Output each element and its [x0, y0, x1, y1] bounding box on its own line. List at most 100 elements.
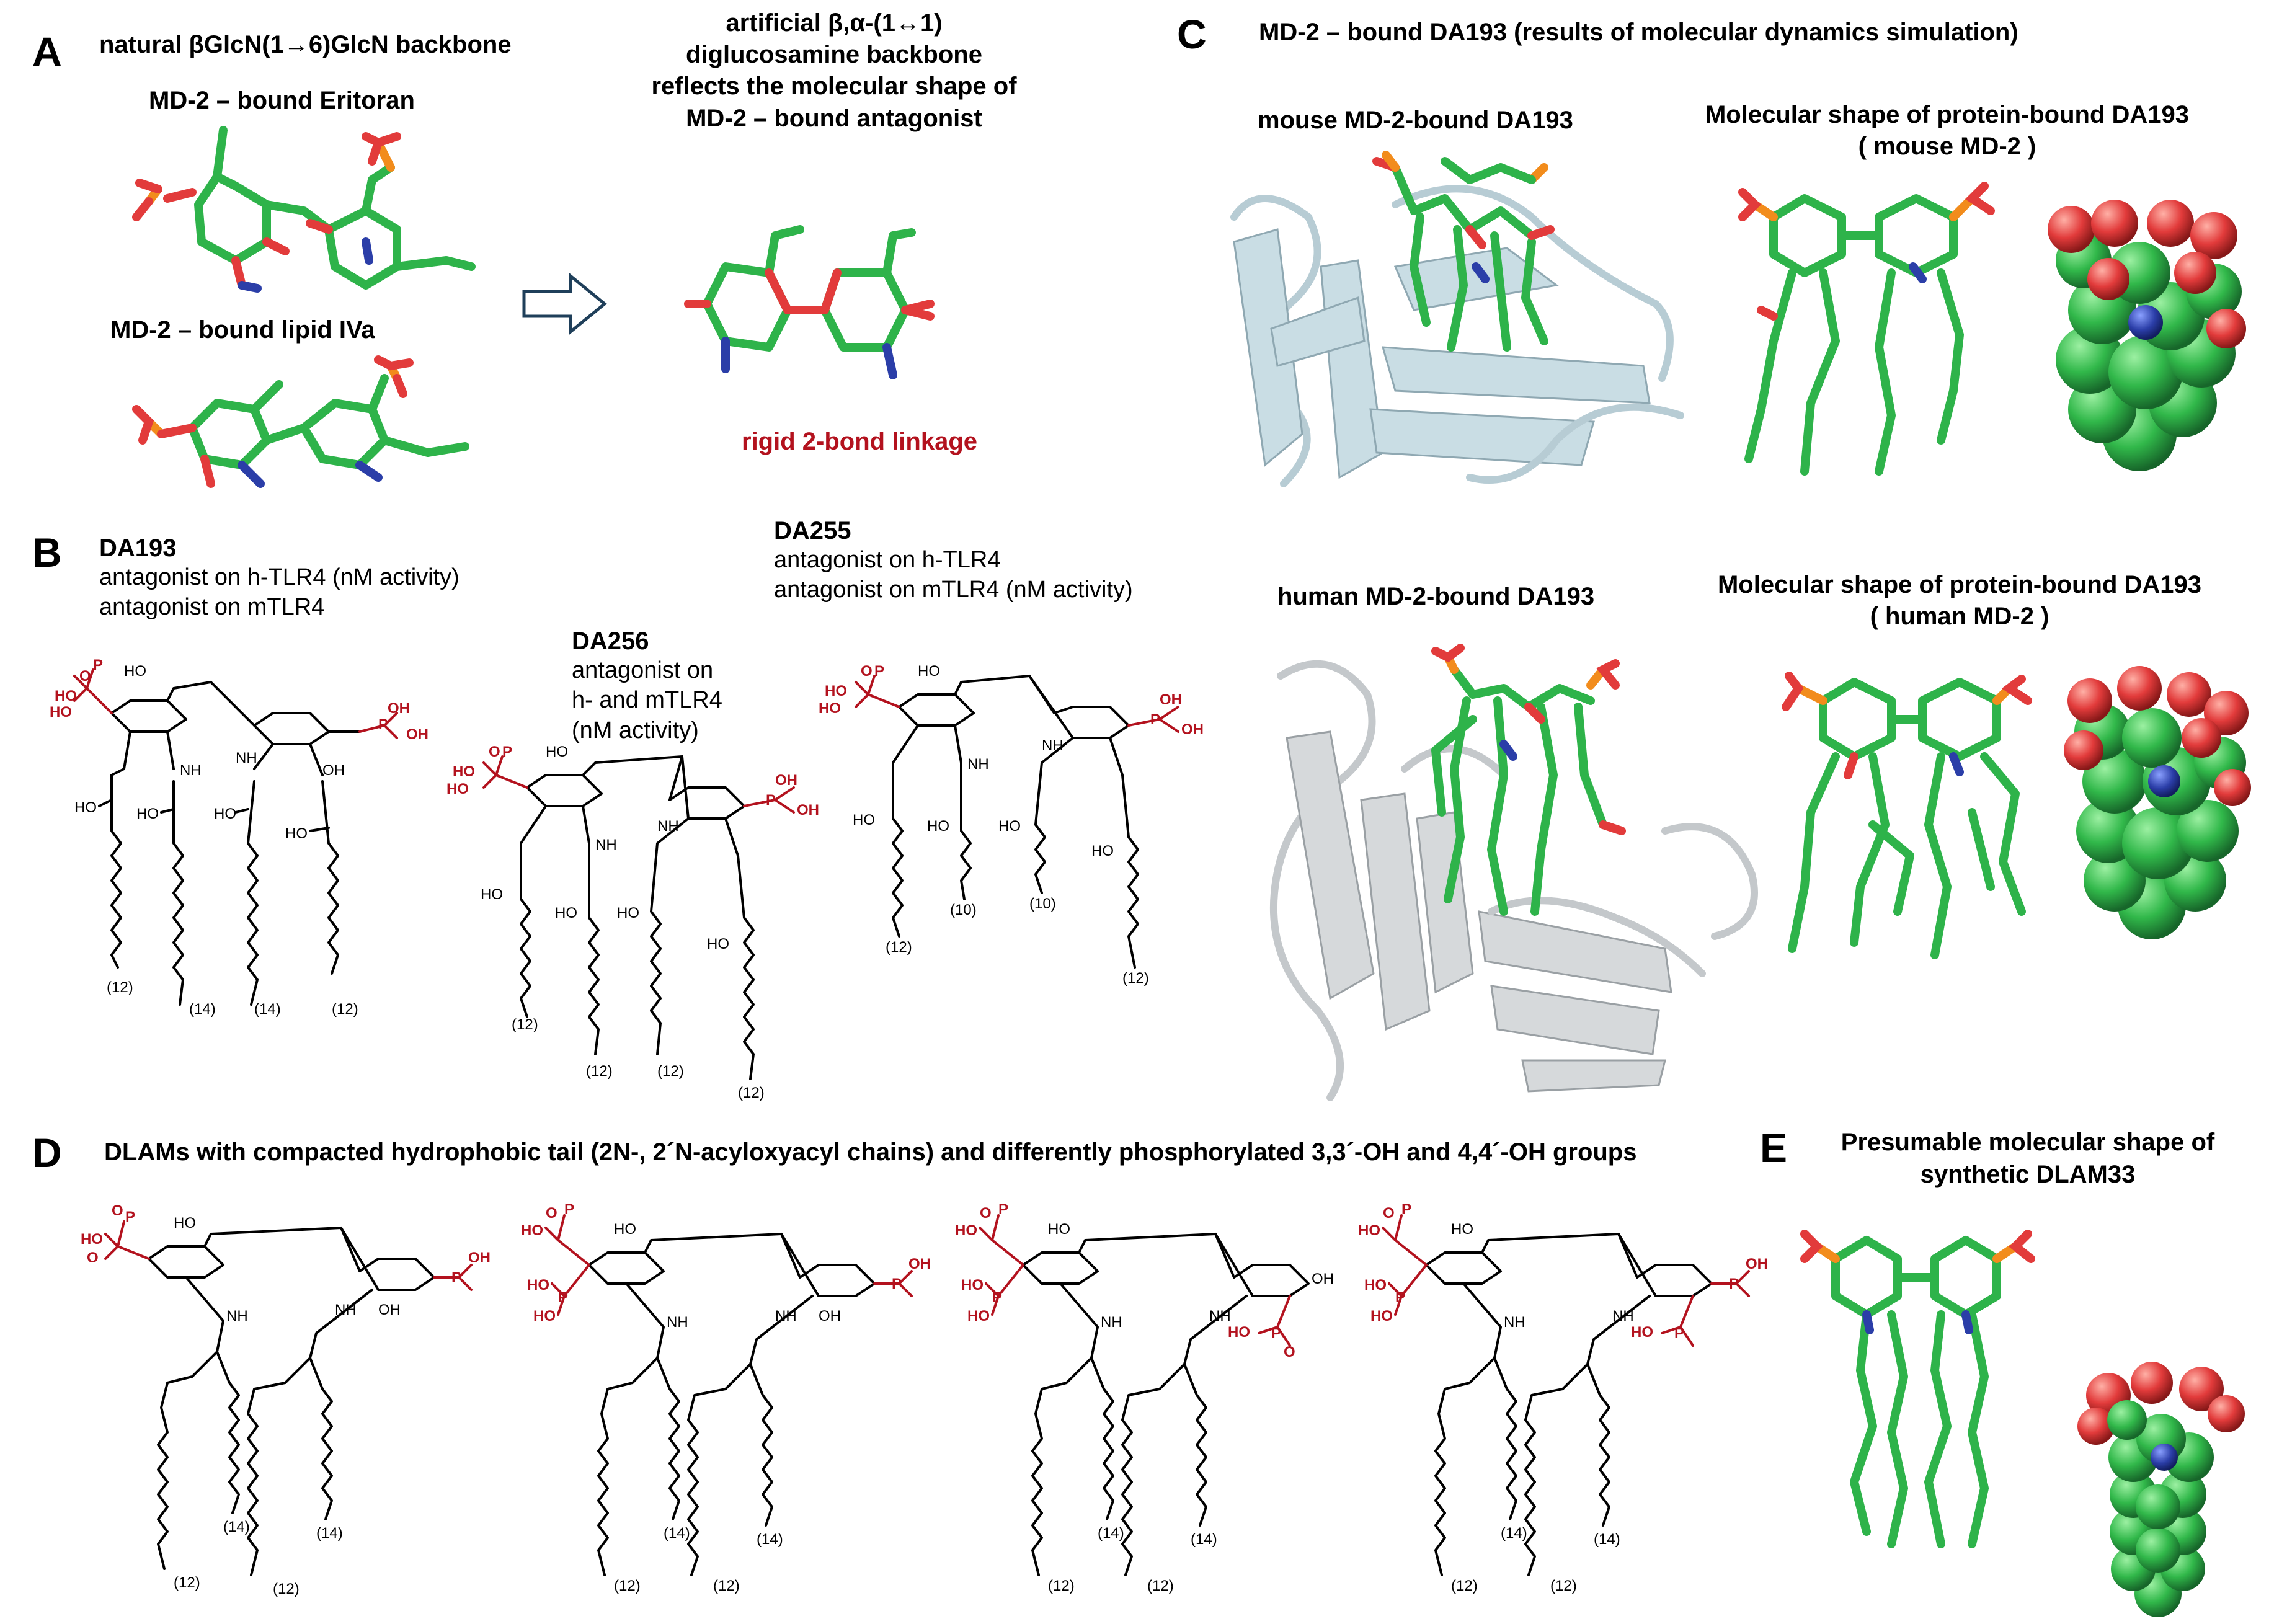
svg-text:O: O: [79, 668, 91, 685]
svg-text:OH: OH: [797, 802, 819, 819]
svg-text:HO: HO: [481, 886, 503, 903]
dlam4-chain-4: (14): [1594, 1531, 1620, 1548]
da255-desc-1: antagonist on h-TLR4: [774, 547, 1001, 573]
svg-text:O: O: [1383, 1205, 1395, 1222]
lipid-iva-label: MD-2 – bound lipid IVa: [110, 316, 375, 344]
svg-text:P: P: [378, 716, 388, 733]
svg-text:NH: NH: [1101, 1314, 1122, 1331]
svg-text:HO: HO: [955, 1222, 977, 1239]
human-md2-protein-render: [1269, 644, 1758, 1101]
svg-text:HO: HO: [1048, 1221, 1070, 1238]
da256-chain-4: (12): [738, 1085, 765, 1101]
svg-text:OH: OH: [388, 700, 410, 717]
svg-text:P: P: [1271, 1325, 1281, 1342]
svg-text:HO: HO: [533, 1308, 556, 1324]
dlam3-chain-2: (14): [1098, 1525, 1124, 1542]
svg-text:P: P: [1150, 711, 1160, 728]
svg-text:HO: HO: [1631, 1324, 1653, 1341]
dlam2-chain-1: (12): [614, 1577, 641, 1594]
da193-desc-2: antagonist on mTLR4: [99, 594, 325, 621]
human-da193-sphere-model: [2064, 666, 2251, 939]
svg-text:OH: OH: [1181, 721, 1204, 738]
mouse-md2-label: mouse MD-2-bound DA193: [1258, 107, 1573, 134]
da193-info: DA193 antagonist on h-TLR4 (nM activity)…: [99, 535, 460, 623]
svg-text:P: P: [892, 1276, 902, 1292]
da193-name: DA193: [99, 535, 177, 562]
eritoran-stick-model: [132, 126, 476, 293]
svg-text:P: P: [998, 1201, 1008, 1218]
da256-desc-3: (nM activity): [572, 717, 699, 743]
svg-text:OH: OH: [775, 772, 797, 789]
da193-chain-3: (14): [254, 1001, 281, 1018]
md-simulation-title: MD-2 – bound DA193 (results of molecular…: [1259, 19, 2018, 46]
svg-text:P: P: [992, 1289, 1002, 1306]
da256-name: DA256: [572, 628, 649, 655]
dlam4-chain-1: (12): [1451, 1577, 1478, 1594]
panel-letter-a: A: [32, 29, 62, 74]
svg-text:HO: HO: [527, 1277, 549, 1293]
svg-text:OH: OH: [1312, 1271, 1334, 1287]
dlam1-chain-3: (12): [273, 1581, 300, 1597]
dlam1-chain-4: (14): [316, 1525, 343, 1542]
svg-text:O: O: [87, 1249, 99, 1266]
svg-text:OH: OH: [468, 1249, 491, 1266]
svg-text:NH: NH: [335, 1302, 357, 1318]
svg-text:P: P: [558, 1289, 568, 1306]
dlam4-chain-3: (12): [1550, 1577, 1577, 1594]
svg-text:O: O: [112, 1202, 123, 1219]
svg-text:O: O: [980, 1205, 992, 1222]
svg-text:OH: OH: [406, 726, 429, 743]
svg-text:HO: HO: [214, 805, 236, 822]
svg-text:HO: HO: [453, 763, 475, 780]
dlam2-chain-2: (14): [664, 1525, 690, 1542]
svg-text:NH: NH: [657, 818, 679, 835]
dlam4-chain-2: (14): [1501, 1525, 1527, 1542]
svg-text:P: P: [1674, 1325, 1684, 1342]
natural-backbone-title: natural βGlcN(1→6)GlcN backbone: [99, 31, 512, 58]
svg-text:HO: HO: [853, 812, 875, 828]
svg-text:NH: NH: [1209, 1308, 1231, 1324]
dlam3-chain-1: (12): [1048, 1577, 1075, 1594]
svg-text:P: P: [564, 1201, 574, 1218]
svg-text:HO: HO: [617, 905, 639, 921]
da256-chain-1: (12): [512, 1016, 538, 1033]
svg-text:P: P: [874, 663, 884, 680]
svg-text:HO: HO: [927, 818, 949, 835]
da255-name: DA255: [774, 517, 851, 544]
svg-text:NH: NH: [667, 1314, 688, 1331]
svg-text:OH: OH: [1160, 691, 1182, 708]
svg-text:HO: HO: [967, 1308, 990, 1324]
mouse-shape-label: Molecular shape of protein-bound DA193 (…: [1705, 101, 2190, 161]
svg-text:NH: NH: [1504, 1314, 1525, 1331]
panel-letter-c: C: [1177, 11, 1207, 57]
svg-text:HO: HO: [50, 704, 72, 721]
svg-text:O: O: [1284, 1344, 1295, 1360]
svg-text:P: P: [125, 1209, 135, 1225]
svg-text:O: O: [489, 743, 500, 760]
dlam1-chain-2: (14): [223, 1519, 250, 1535]
dlam-title: DLAMs with compacted hydrophobic tail (2…: [104, 1138, 1637, 1166]
svg-text:HO: HO: [825, 683, 847, 699]
svg-text:P: P: [93, 657, 103, 673]
svg-text:OH: OH: [322, 762, 345, 779]
artificial-backbone-title: artificial β,α-(1↔1) diglucosamine backb…: [651, 9, 1017, 132]
da193-chain-1: (12): [107, 979, 133, 996]
svg-text:NH: NH: [1042, 737, 1064, 754]
svg-text:OH: OH: [1746, 1256, 1768, 1272]
da256-desc-1: antagonist on: [572, 657, 714, 683]
mouse-da193-stick-model: [1738, 182, 1995, 476]
svg-text:HO: HO: [124, 663, 146, 680]
da193-desc-1: antagonist on h-TLR4 (nM activity): [99, 564, 460, 590]
svg-text:HO: HO: [136, 805, 159, 822]
svg-text:HO: HO: [74, 799, 97, 816]
svg-text:NH: NH: [775, 1308, 797, 1324]
svg-text:HO: HO: [1091, 843, 1114, 859]
human-da193-stick-model: [1782, 672, 2032, 959]
da255-chain-3: (10): [1029, 895, 1056, 912]
dlam3-chain-3: (12): [1147, 1577, 1174, 1594]
svg-text:P: P: [1401, 1201, 1411, 1218]
svg-text:HO: HO: [1370, 1308, 1393, 1324]
